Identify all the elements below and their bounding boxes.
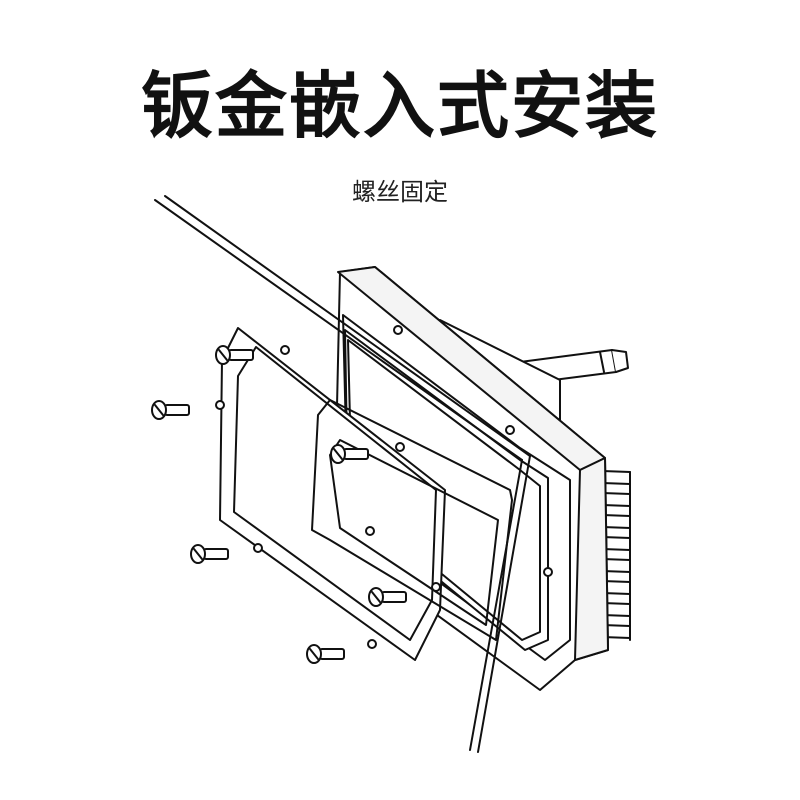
screw-5	[368, 587, 407, 607]
page-subtitle: 螺丝固定	[352, 178, 448, 206]
screw-icon	[151, 345, 407, 664]
screw-2	[151, 400, 190, 420]
screw-4	[190, 544, 229, 564]
page-title: 钣金嵌入式安装	[140, 64, 659, 148]
sheet-metal-panel-icon	[154, 195, 531, 753]
screw-6	[306, 644, 345, 664]
screw-3	[330, 444, 369, 464]
screw-1	[215, 345, 254, 365]
